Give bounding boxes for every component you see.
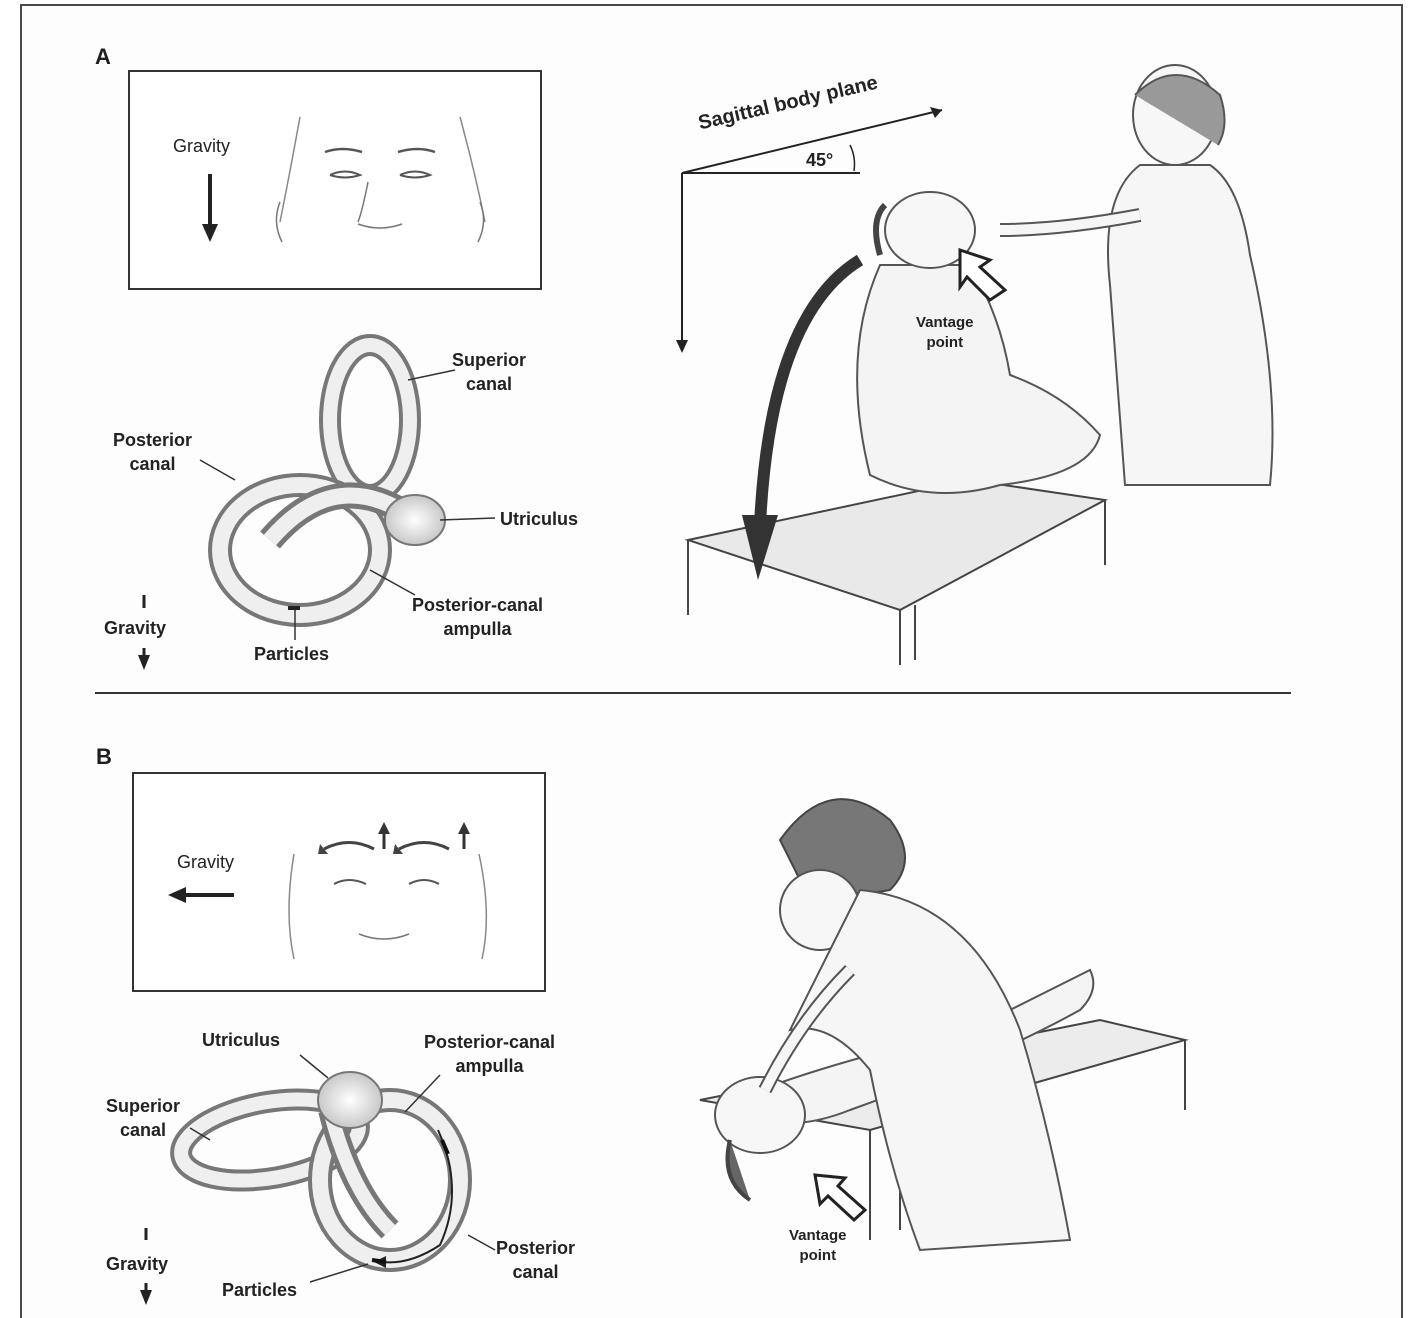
panel-b-vantage-label: Vantage point bbox=[789, 1226, 847, 1266]
panel-a-gravity-label: Gravity bbox=[104, 616, 166, 640]
panel-b-scene bbox=[690, 770, 1210, 1310]
panel-b-gravity-label: Gravity bbox=[106, 1252, 168, 1276]
panel-a-utriculus-label: Utriculus bbox=[500, 507, 578, 531]
panel-b-letter: B bbox=[96, 744, 112, 770]
panel-a-superior-canal-label: Superior canal bbox=[452, 348, 526, 396]
panel-b-inner-ear bbox=[150, 1050, 490, 1310]
panel-a-letter: A bbox=[95, 44, 111, 70]
panel-a-scene bbox=[670, 55, 1310, 675]
panel-b-particles-label: Particles bbox=[222, 1278, 297, 1302]
panel-b-utriculus-shape bbox=[318, 1072, 382, 1128]
panel-a-vantage-label: Vantage point bbox=[916, 313, 974, 353]
panel-a-posterior-canal-label: Posterior canal bbox=[113, 428, 192, 476]
panel-a-patient-shape bbox=[857, 265, 1100, 493]
panel-b-superior-canal-label: Superior canal bbox=[106, 1094, 180, 1142]
panel-b-face-drawing bbox=[134, 774, 548, 994]
panel-a-angle-label: 45° bbox=[806, 148, 833, 172]
panel-a-particles-label: Particles bbox=[254, 642, 329, 666]
panel-b-vantage-arrow bbox=[815, 1175, 865, 1220]
panel-b-face-box: Gravity bbox=[132, 772, 546, 992]
panel-a-utriculus-shape bbox=[385, 495, 445, 545]
panel-b-ampulla-label: Posterior-canal ampulla bbox=[424, 1030, 555, 1078]
panel-b-posterior-canal-label: Posterior canal bbox=[496, 1236, 575, 1284]
panel-b-utriculus-label: Utriculus bbox=[202, 1028, 280, 1052]
panel-a-face-box: Gravity bbox=[128, 70, 542, 290]
panel-a-face-drawing bbox=[130, 72, 544, 292]
panel-divider bbox=[95, 692, 1291, 694]
panel-a-ampulla-label: Posterior-canal ampulla bbox=[412, 593, 543, 641]
